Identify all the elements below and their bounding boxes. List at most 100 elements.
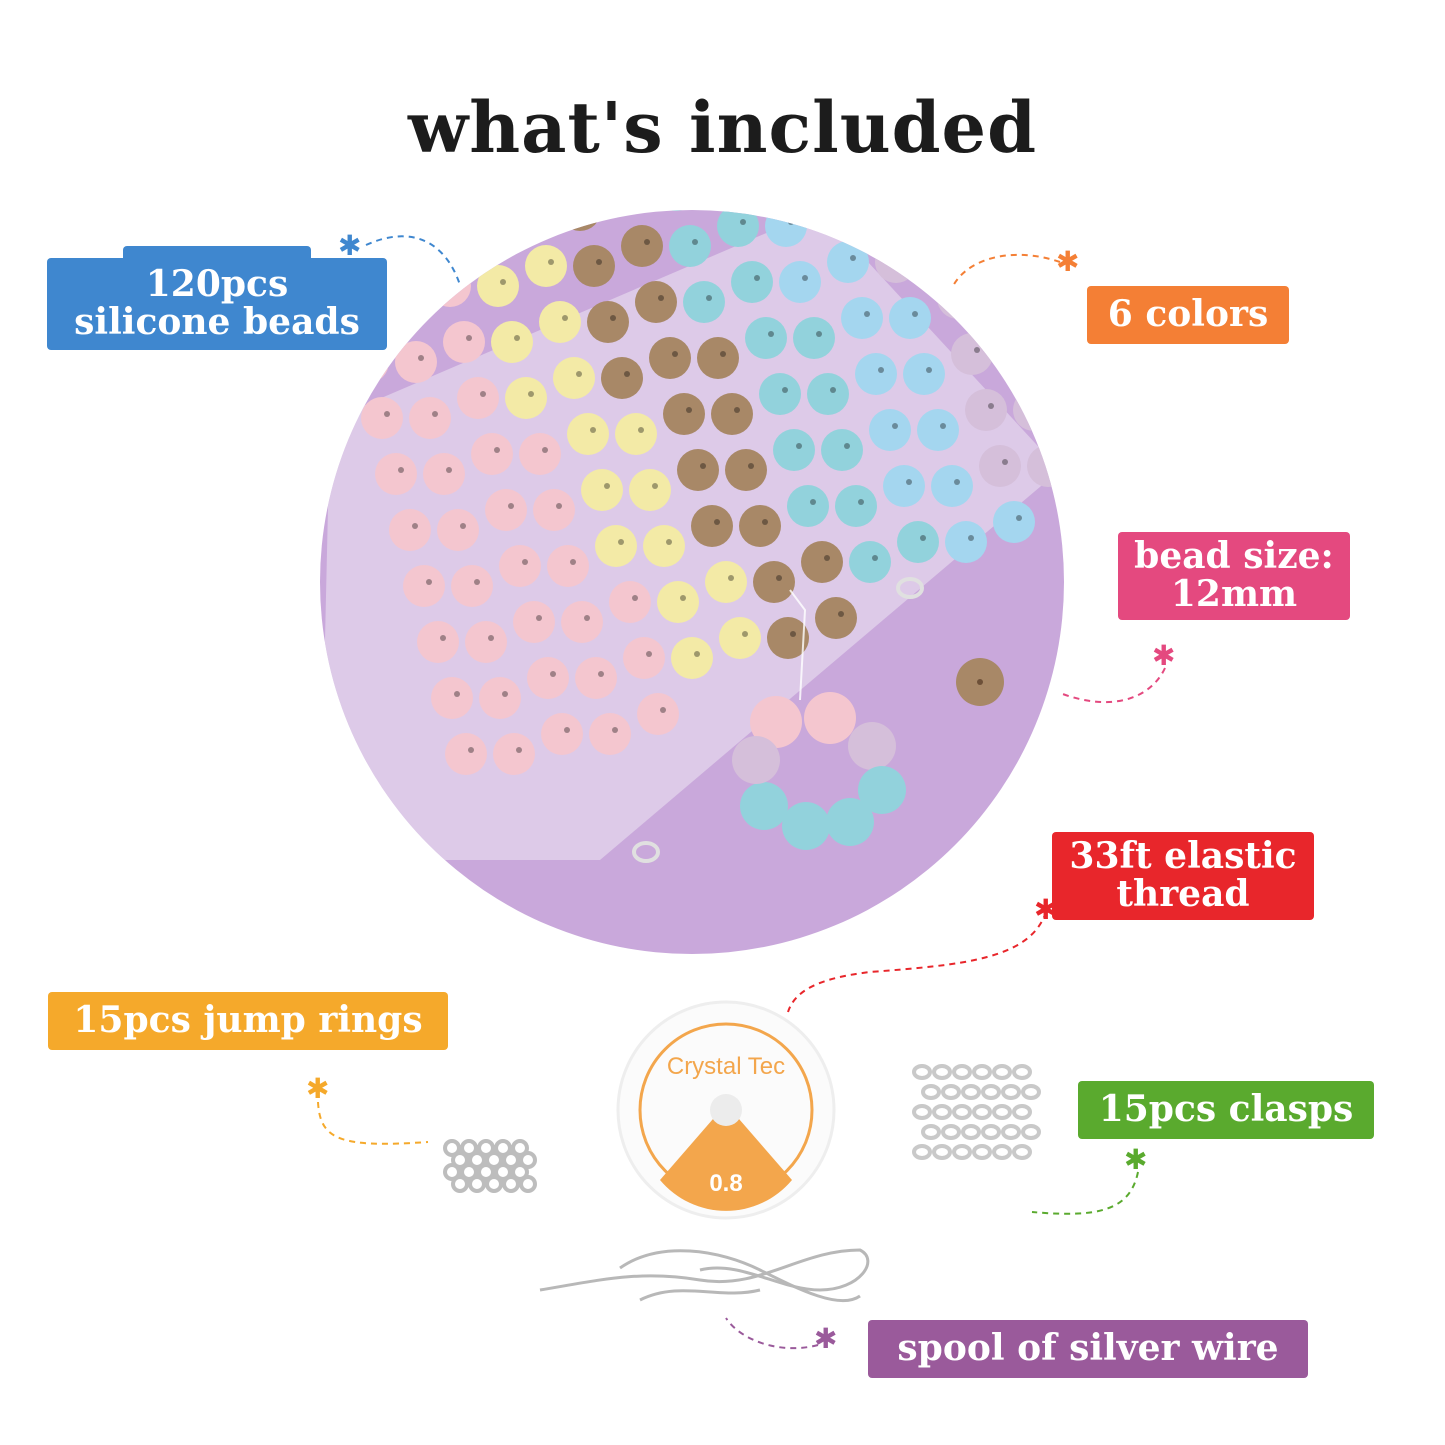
- bead-hole: [926, 367, 932, 373]
- bead-hole: [398, 467, 404, 473]
- label-silver-wire: spool of silver wire: [868, 1320, 1308, 1378]
- bead: [635, 281, 677, 323]
- bead: [463, 210, 505, 251]
- clasp: [912, 1144, 932, 1160]
- label-silicone-beads: 120pcs silicone beads: [47, 246, 387, 350]
- bead: [801, 541, 843, 583]
- bead: [457, 377, 499, 419]
- bead: [559, 210, 601, 231]
- bead-hole: [404, 299, 410, 305]
- bead: [581, 469, 623, 511]
- clasp: [1001, 1084, 1021, 1100]
- label-line: silicone beads: [74, 300, 360, 343]
- bead: [491, 321, 533, 363]
- bead-hole: [624, 371, 630, 377]
- bead: [589, 713, 631, 755]
- clasp: [992, 1104, 1012, 1120]
- bead-hole: [920, 535, 926, 541]
- bead-hole: [816, 331, 822, 337]
- bead: [739, 505, 781, 547]
- bead: [793, 317, 835, 359]
- bead: [711, 393, 753, 435]
- bead: [943, 109, 985, 151]
- bead-hole: [426, 579, 432, 585]
- bead-hole: [576, 371, 582, 377]
- bead: [629, 469, 671, 511]
- label-bead-size: bead size: 12mm: [1118, 532, 1350, 620]
- bead-hole: [960, 291, 966, 297]
- jump-ring: [485, 1175, 503, 1193]
- bead: [1047, 313, 1064, 355]
- bead: [429, 265, 471, 307]
- bead-hole: [1008, 291, 1014, 297]
- bead: [587, 301, 629, 343]
- label-body: 120pcs silicone beads: [47, 258, 387, 350]
- bead-hole: [878, 367, 884, 373]
- bead: [855, 353, 897, 395]
- bead: [375, 453, 417, 495]
- bead-hole: [612, 727, 618, 733]
- bead: [931, 465, 973, 507]
- bead-hole: [988, 403, 994, 409]
- label-colors: 6 colors: [1087, 286, 1289, 344]
- bead-hole: [1098, 439, 1104, 445]
- bead: [451, 565, 493, 607]
- bead-hole: [802, 275, 808, 281]
- label-clasps: 15pcs clasps: [1078, 1081, 1374, 1139]
- bead: [957, 165, 999, 207]
- bead: [705, 561, 747, 603]
- bead-hole: [892, 423, 898, 429]
- clasp: [932, 1104, 952, 1120]
- bead: [499, 545, 541, 587]
- bead-hole: [644, 239, 650, 245]
- clasps-cluster: [912, 1064, 1041, 1160]
- bead-hole: [714, 519, 720, 525]
- bead: [415, 210, 457, 251]
- bead: [1005, 145, 1047, 187]
- bead-hole: [776, 575, 782, 581]
- bead-hole: [536, 615, 542, 621]
- jump-ring: [502, 1175, 520, 1193]
- bead: [815, 597, 857, 639]
- bead: [395, 341, 437, 383]
- bead: [1013, 389, 1055, 431]
- clasp: [912, 1104, 932, 1120]
- bead-hole: [570, 559, 576, 565]
- bead: [609, 581, 651, 623]
- bead: [765, 210, 807, 247]
- bead-hole: [550, 671, 556, 677]
- bead-organizer-box: [320, 109, 1104, 860]
- bead-hole: [672, 351, 678, 357]
- bead-hole: [468, 747, 474, 753]
- clasp: [941, 1124, 961, 1140]
- bead: [847, 129, 889, 171]
- asterisk-icon: ✱: [1056, 245, 1080, 278]
- bead: [1019, 210, 1061, 243]
- label-line: 12mm: [1170, 572, 1298, 615]
- clasp: [972, 1064, 992, 1080]
- bead: [719, 617, 761, 659]
- bead-hole: [1042, 215, 1048, 221]
- bead-hole: [1070, 327, 1076, 333]
- bead-hole: [734, 407, 740, 413]
- bead-hole: [564, 727, 570, 733]
- bead: [471, 433, 513, 475]
- bead: [671, 637, 713, 679]
- bead: [601, 357, 643, 399]
- clasp: [932, 1064, 952, 1080]
- bead-hole: [692, 239, 698, 245]
- bead: [637, 693, 679, 735]
- bead-hole: [1002, 459, 1008, 465]
- bead-hole: [1016, 515, 1022, 521]
- bead-hole: [912, 311, 918, 317]
- bead-hole: [788, 219, 794, 225]
- bead: [787, 485, 829, 527]
- clasp: [992, 1064, 1012, 1080]
- bead-hole: [762, 519, 768, 525]
- bead: [841, 297, 883, 339]
- bead-hole: [968, 535, 974, 541]
- bead-hole: [782, 387, 788, 393]
- jump-ring: [519, 1151, 537, 1169]
- bead: [945, 521, 987, 563]
- bead-hole: [680, 595, 686, 601]
